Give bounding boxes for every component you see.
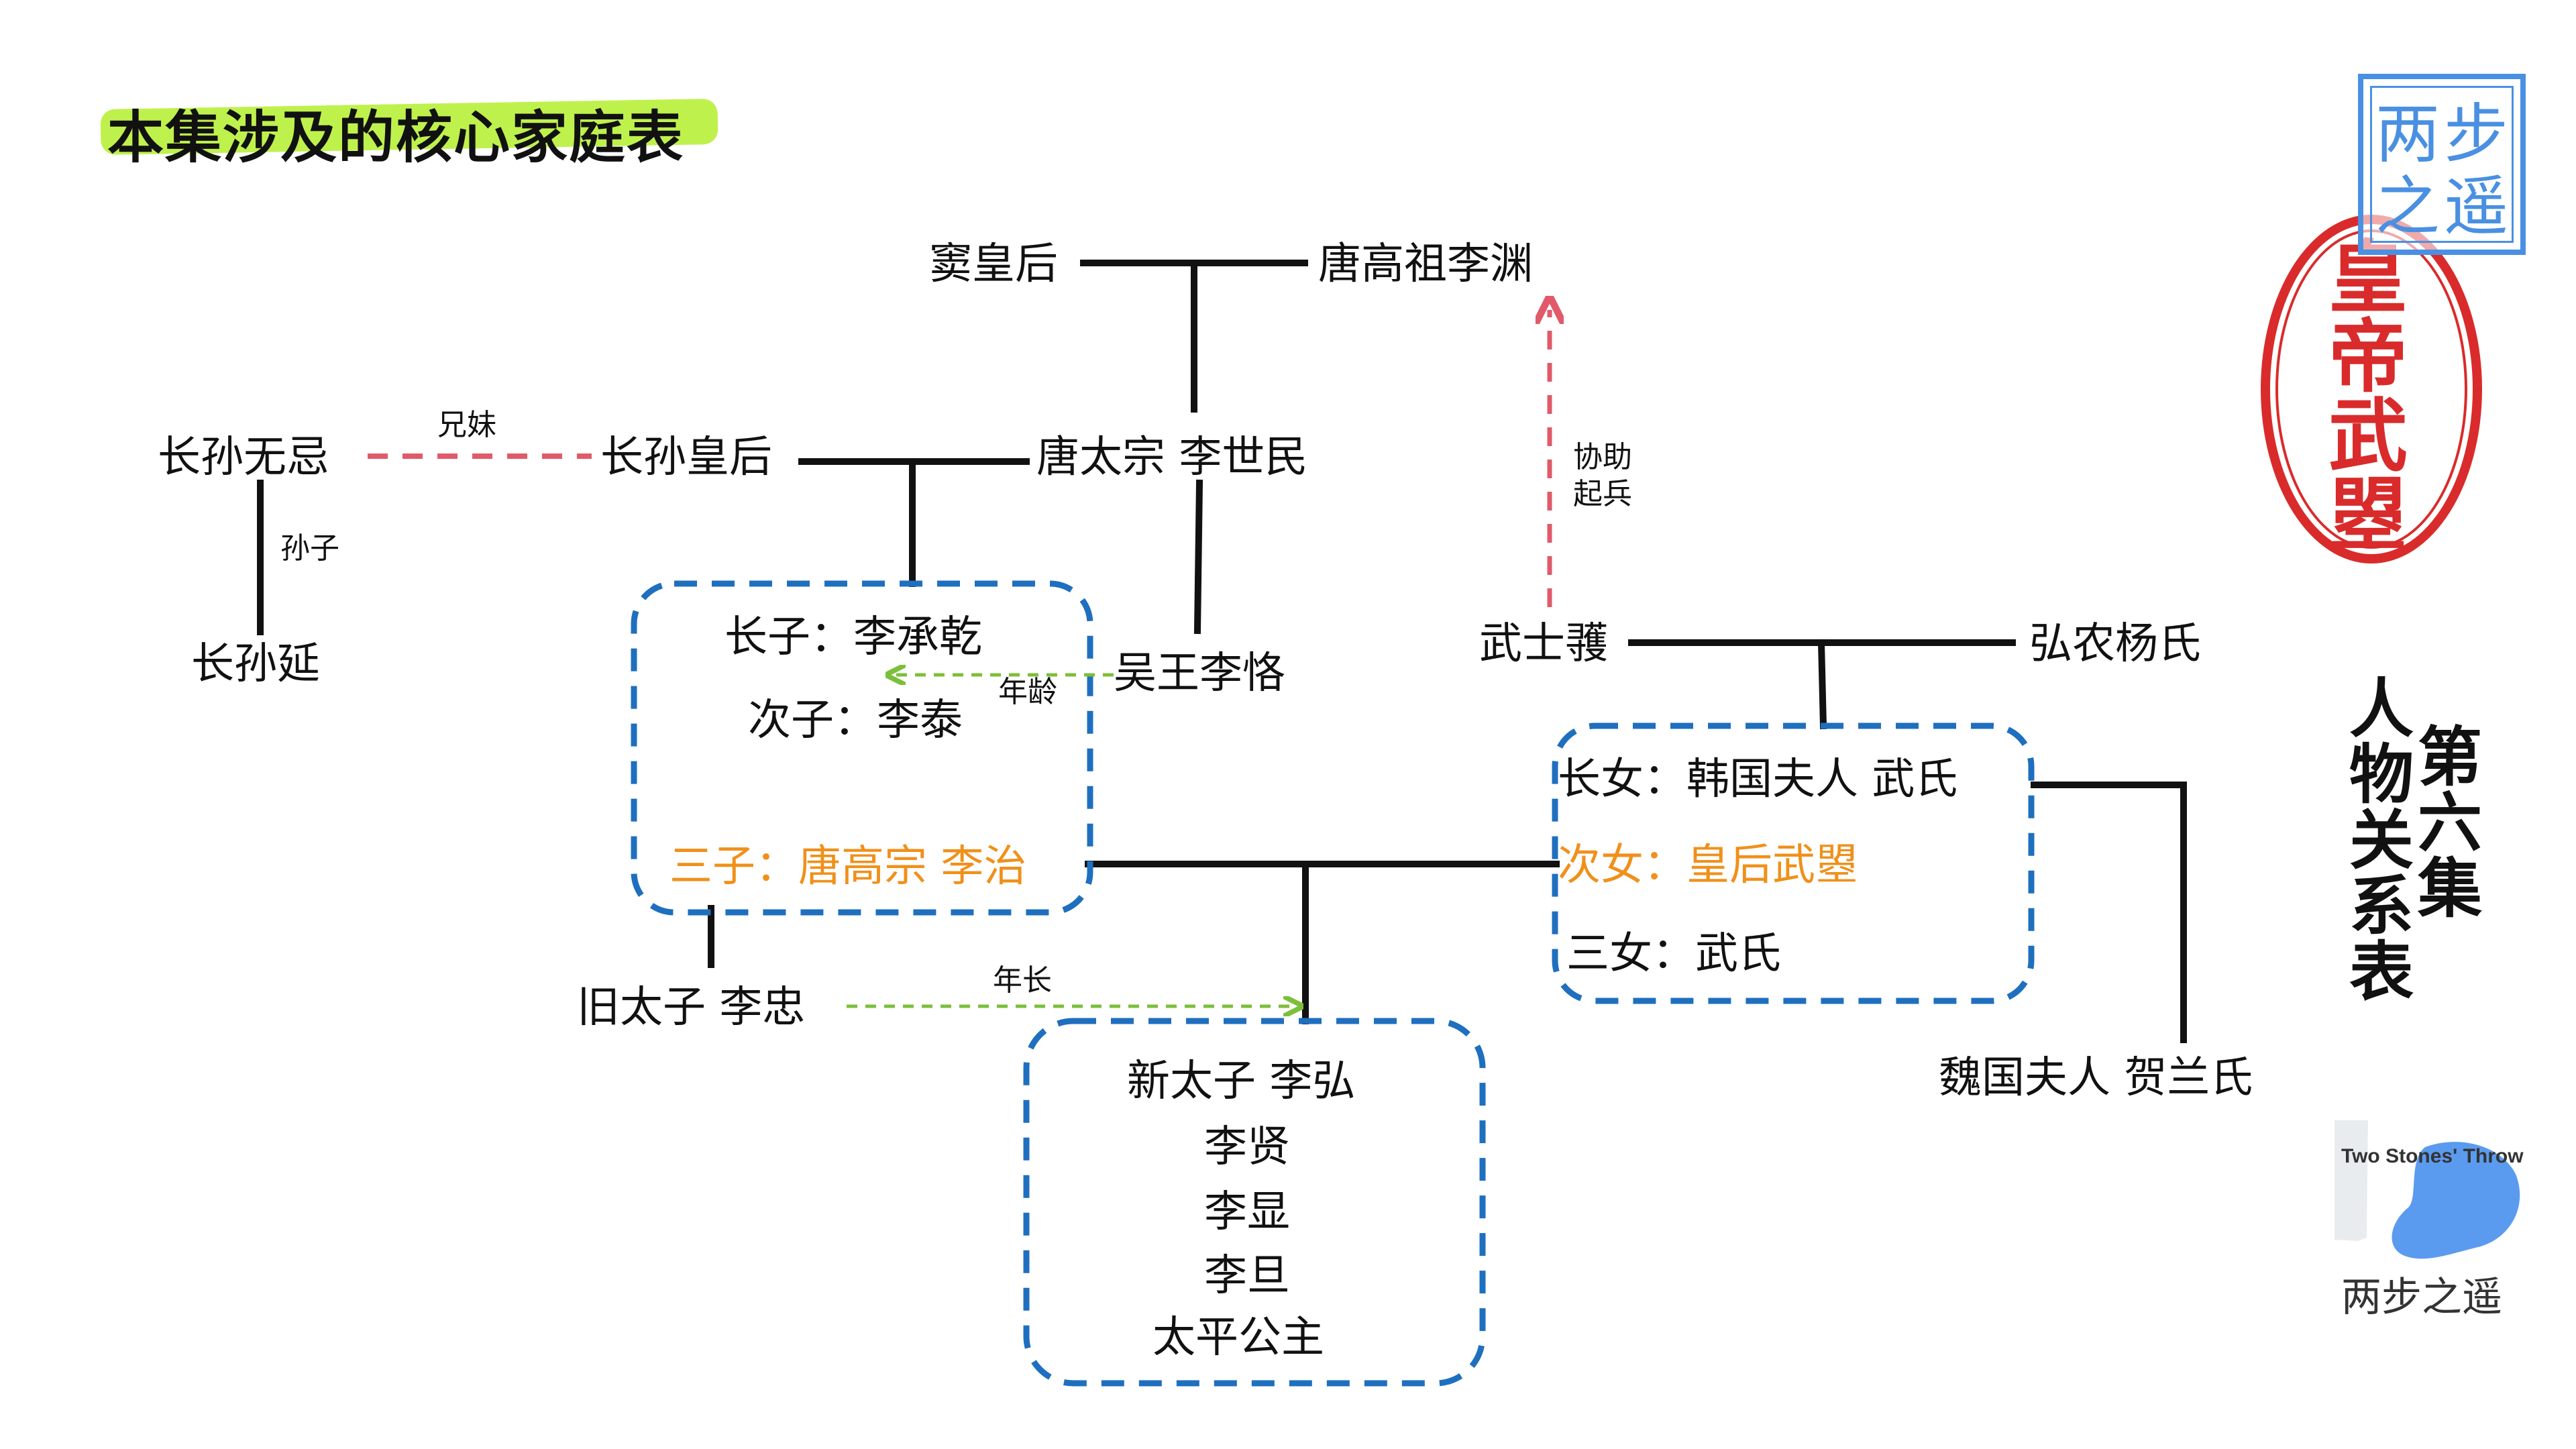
node-kid-1: 新太子 李弘 — [1127, 1057, 1356, 1106]
node-gaozu: 唐高祖李渊 — [1318, 239, 1533, 289]
node-kid-5: 太平公主 — [1152, 1313, 1324, 1362]
node-lizhong: 旧太子 李忠 — [577, 983, 806, 1032]
label-older: 年长 — [993, 963, 1052, 998]
blue-seal-text: 两步之遥 — [2375, 97, 2512, 244]
descent-line-wuwang — [1193, 479, 1203, 635]
node-son1: 长子：李承乾 — [724, 612, 982, 662]
node-zsw: 长孙无忌 — [158, 433, 329, 482]
label-assist-1: 协助 — [1573, 440, 1632, 474]
daughters-group-box — [1552, 722, 2035, 1004]
node-d1: 长女：韩国夫人 武氏 — [1558, 755, 1958, 804]
node-zsy: 长孙延 — [191, 639, 320, 689]
node-son3: 三子：唐高宗 李治 — [669, 842, 1027, 892]
node-wuwang: 吴王李恪 — [1114, 649, 1285, 698]
red-seal-text: 皇帝武曌 — [2328, 231, 2408, 561]
relationship-table-title: 人物关系表 — [2349, 671, 2414, 1010]
blue-seal-inner-border — [2370, 86, 2514, 243]
node-son2: 次子：李泰 — [748, 696, 963, 745]
node-zsh: 长孙皇后 — [600, 433, 772, 482]
label-siblings: 兄妹 — [437, 408, 496, 442]
node-kid-2: 李贤 — [1204, 1122, 1290, 1172]
node-kid-3: 李显 — [1204, 1187, 1290, 1237]
page-title: 本集涉及的核心家庭表 — [107, 104, 685, 170]
descent-line-weiguo — [2031, 782, 2187, 1043]
node-wsh: 武士彟 — [1479, 619, 1608, 669]
node-d2: 次女：皇后武曌 — [1558, 841, 1858, 890]
logo-blob-icon — [2334, 1120, 2520, 1259]
label-assist-2: 起兵 — [1573, 477, 1632, 511]
sons-group-box — [631, 580, 1093, 916]
node-kid-4: 李旦 — [1204, 1251, 1290, 1301]
episode-title: 第六集 — [2418, 719, 2482, 926]
node-d3: 三女：武氏 — [1566, 929, 1781, 979]
node-weiguo: 魏国夫人 贺兰氏 — [1939, 1053, 2253, 1103]
label-age: 年龄 — [998, 675, 1057, 709]
descent-line-daughters — [1817, 639, 1827, 730]
node-taizong: 唐太宗 李世民 — [1036, 433, 1308, 482]
logo-caption: 两步之遥 — [2341, 1274, 2502, 1321]
kids-group-box — [1023, 1018, 1486, 1387]
node-dou: 窦皇后 — [929, 239, 1058, 289]
node-yang: 弘农杨氏 — [2029, 619, 2201, 669]
blue-seal: 两步之遥 — [2358, 74, 2526, 255]
logo-text: Two Stones' Throw — [2341, 1145, 2524, 1167]
label-grandson: 孙子 — [280, 531, 339, 566]
